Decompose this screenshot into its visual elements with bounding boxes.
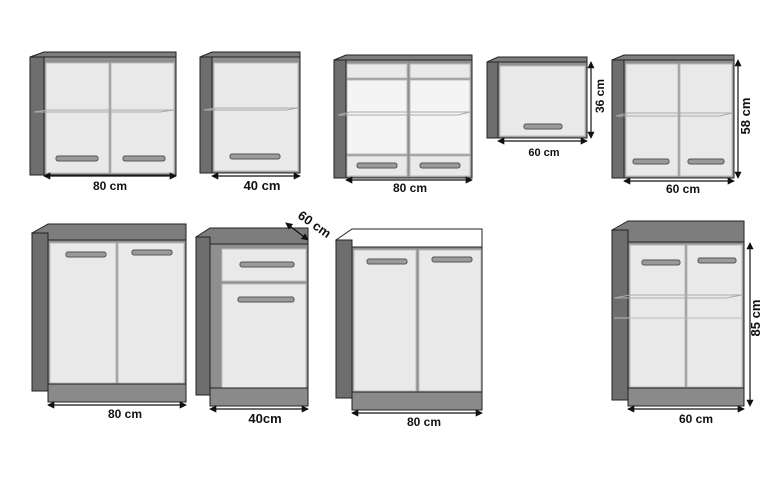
dim-label: 60 cm: [679, 412, 713, 426]
handle-icon: [65, 251, 107, 258]
handle-icon: [431, 256, 473, 263]
dim-label: 80 cm: [108, 407, 142, 421]
base-sink-cabinet-80: 80 cm: [334, 228, 483, 429]
wall-hood-cabinet-60: 60 cm 36 cm: [486, 56, 607, 159]
handle-icon: [641, 259, 681, 266]
handle-icon: [419, 162, 461, 169]
dim-label: 58 cm: [738, 98, 753, 135]
dim-label: 80 cm: [393, 181, 427, 195]
dim-label: 36 cm: [593, 79, 607, 113]
handle-icon: [356, 162, 398, 169]
handle-icon: [632, 158, 670, 165]
dim-label: 80 cm: [93, 179, 127, 193]
handle-icon: [122, 155, 166, 162]
base-cabinet-40: 40cm 60 cm: [194, 208, 334, 426]
wall-cabinet-80: 80 cm: [29, 51, 177, 193]
wall-cabinet-40: 40 cm: [199, 51, 301, 193]
handle-icon: [697, 257, 737, 264]
dim-label: 60 cm: [666, 182, 700, 196]
base-cabinet-80: 80 cm: [30, 223, 187, 421]
dim-label: 60 cm: [528, 147, 559, 159]
wall-cabinet-glass-80: 80 cm: [333, 54, 473, 195]
dim-label: 40cm: [248, 411, 281, 426]
handle-icon: [366, 258, 408, 265]
dim-label: 85 cm: [748, 300, 763, 337]
handle-icon: [229, 153, 281, 160]
dim-label: 80 cm: [407, 415, 441, 429]
base-cabinet-60: 60 cm 85 cm: [611, 220, 763, 426]
dim-label: 40 cm: [244, 178, 281, 193]
handle-icon: [237, 296, 295, 303]
handle-icon: [523, 123, 563, 130]
handle-icon: [131, 249, 173, 256]
wall-cabinet-60: 60 cm 58 cm: [611, 54, 753, 196]
handle-icon: [55, 155, 99, 162]
handle-icon: [687, 158, 725, 165]
handle-icon: [239, 261, 295, 268]
